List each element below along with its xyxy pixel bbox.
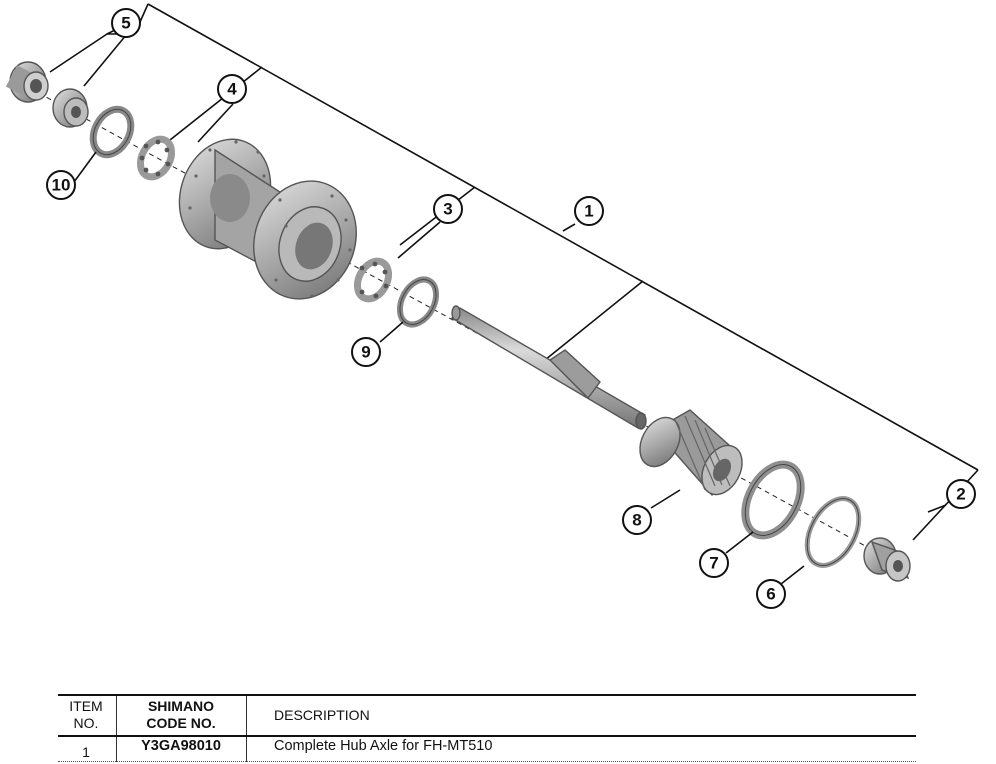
callout-1: 1 [574, 196, 604, 226]
right-end-cap-2 [863, 537, 911, 582]
table-bottom-rule [58, 761, 916, 762]
table-row-description: Complete Hub Axle for FH-MT510 [274, 738, 493, 754]
svg-text:5: 5 [121, 14, 130, 33]
left-end-cap [5, 61, 49, 103]
svg-text:1: 1 [584, 202, 593, 221]
svg-text:4: 4 [227, 80, 237, 99]
callout-9: 9 [351, 337, 381, 367]
svg-text:10: 10 [52, 176, 71, 195]
header-code-no: SHIMANO CODE NO. [146, 698, 216, 731]
callout-4: 4 [217, 74, 247, 104]
svg-text:7: 7 [709, 554, 718, 573]
spacer-7 [741, 460, 805, 540]
callout-10: 10 [46, 170, 76, 200]
hub-axle [450, 305, 647, 430]
table-row-code: Y3GA98010 [141, 738, 221, 754]
hub-shell [178, 138, 357, 300]
header-description: DESCRIPTION [274, 707, 370, 723]
svg-text:6: 6 [766, 585, 775, 604]
callout-8: 8 [622, 505, 652, 535]
bearing-3 [353, 257, 393, 303]
header-item-no: ITEM NO. [69, 698, 103, 731]
table-header-rule [58, 735, 916, 737]
spacer-6 [804, 496, 862, 568]
freehub-body-8 [639, 409, 743, 497]
callout-6: 6 [756, 579, 786, 609]
callout-5: 5 [111, 8, 141, 38]
callout-3: 3 [433, 194, 463, 224]
svg-text:3: 3 [443, 200, 452, 219]
table-top-rule [58, 694, 916, 696]
assembly-axis [14, 79, 901, 566]
callout-7: 7 [699, 548, 729, 578]
column-divider [246, 696, 247, 762]
bearing-4 [136, 135, 176, 181]
lock-nut [52, 88, 89, 128]
exploded-hub-diagram: 1 2 3 4 5 6 7 8 9 10 [5, 3, 979, 609]
column-divider [116, 696, 117, 762]
svg-text:8: 8 [632, 511, 641, 530]
callout-2: 2 [946, 479, 976, 509]
svg-text:2: 2 [956, 485, 965, 504]
washer-10 [89, 105, 135, 159]
washer-9 [396, 276, 440, 328]
svg-text:9: 9 [361, 343, 370, 362]
table-row-item: 1 [82, 744, 90, 760]
callout-leaders [49, 24, 947, 585]
